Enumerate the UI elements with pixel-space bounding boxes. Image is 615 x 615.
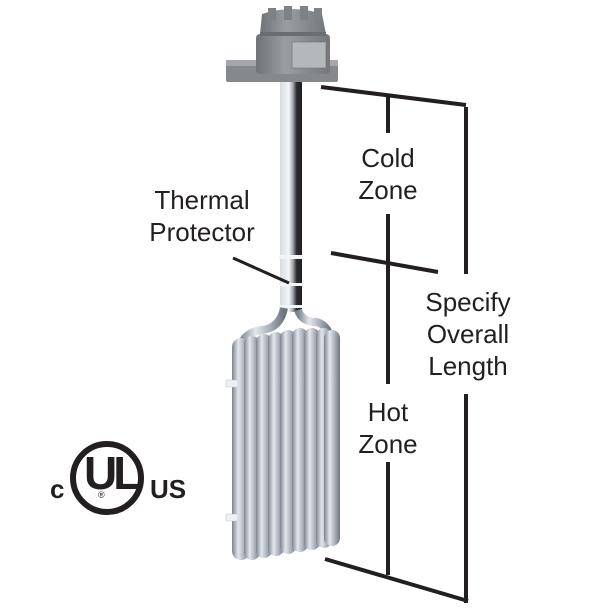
- ul-certification-mark: [70, 441, 144, 515]
- ul-c-text: c: [50, 474, 65, 504]
- overall-length-line-3: Length: [428, 351, 508, 381]
- ul-us-text: US: [150, 474, 187, 504]
- top-reference-line: [320, 85, 467, 107]
- overall-length-line-1: Specify: [425, 287, 511, 317]
- ul-registered-mark: ®: [98, 490, 105, 500]
- cold-zone-line-1: Cold: [361, 143, 415, 173]
- hot-zone-line-1: Hot: [367, 397, 409, 427]
- cold-zone-label: Cold Zone: [348, 142, 428, 206]
- hot-zone-label: Hot Zone: [348, 396, 428, 460]
- zone-boundary-line: [330, 251, 439, 274]
- hot-zone-line-2: Zone: [358, 429, 418, 459]
- overall-length-line-2: Overall: [426, 319, 510, 349]
- bottom-reference-line: [324, 557, 469, 603]
- dimension-lines: [232, 85, 469, 603]
- overall-length-label: Specify Overall Length: [418, 286, 518, 382]
- thermal-protector-label: Thermal Protector: [140, 184, 264, 248]
- thermal-protector-line-1: Thermal: [154, 185, 250, 215]
- heating-coil: [225, 307, 340, 560]
- ul-center-text: UL: [84, 447, 141, 499]
- heater-shaft: [279, 82, 303, 312]
- terminal-housing: [226, 6, 338, 82]
- cold-zone-line-2: Zone: [358, 175, 418, 205]
- thermal-protector-line-2: Protector: [149, 217, 255, 247]
- thermal-protector-leader: [232, 256, 290, 285]
